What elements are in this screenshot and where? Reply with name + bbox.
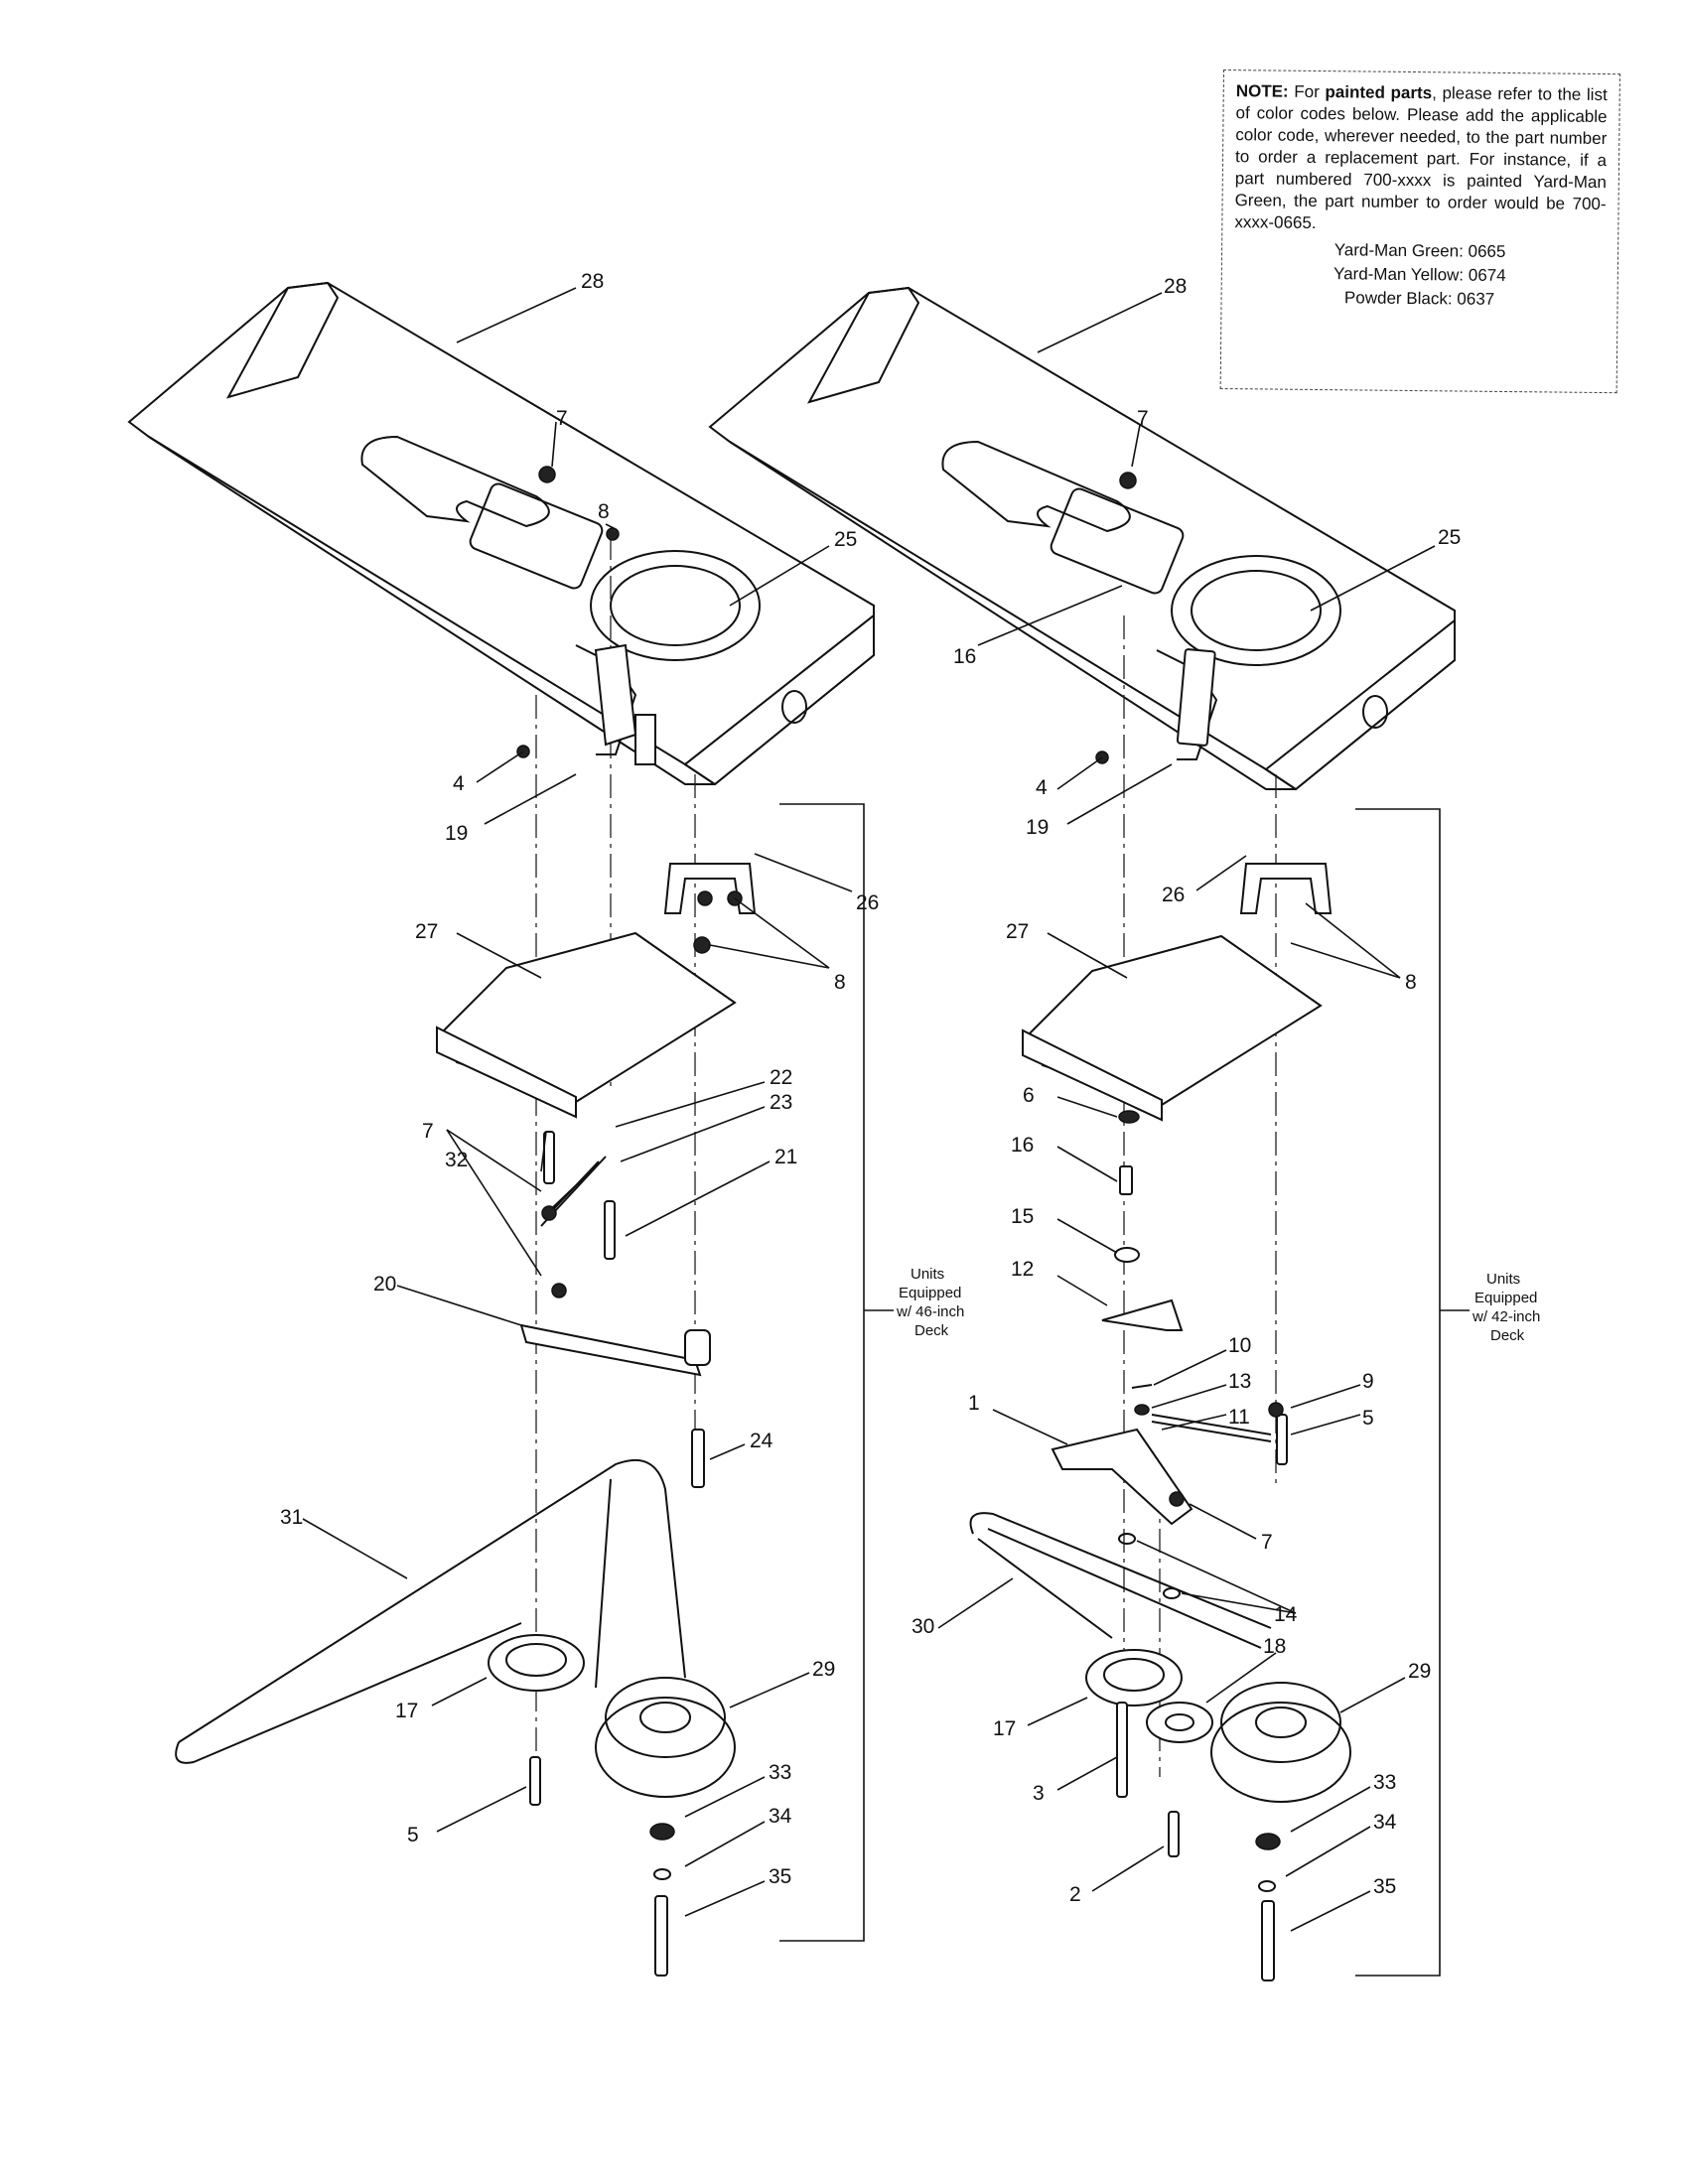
left-units-4: Deck <box>914 1322 949 1339</box>
left-arm-20 <box>519 1323 702 1377</box>
right-label-16b: 16 <box>1011 1134 1034 1157</box>
left-label-23: 23 <box>770 1091 792 1114</box>
left-units-1: Units <box>911 1266 944 1283</box>
left-units-3: w/ 46-inch <box>896 1303 964 1320</box>
right-label-34: 34 <box>1373 1811 1397 1834</box>
right-label-1: 1 <box>968 1392 980 1415</box>
right-label-27: 27 <box>1006 920 1029 943</box>
right-label-2: 2 <box>1069 1883 1081 1906</box>
left-label-17: 17 <box>395 1700 418 1722</box>
right-frame <box>708 286 1456 791</box>
right-label-11: 11 <box>1228 1406 1250 1429</box>
right-spring-11 <box>1151 1414 1272 1442</box>
right-label-13: 13 <box>1228 1370 1251 1393</box>
right-labels: 28 7 25 16 4 19 26 8 27 6 16 15 12 10 13… <box>912 275 1540 1906</box>
right-label-5: 5 <box>1362 1407 1374 1430</box>
right-label-8: 8 <box>1405 971 1417 994</box>
left-plate-27 <box>440 931 737 1104</box>
right-label-30: 30 <box>912 1615 934 1638</box>
right-label-16a: 16 <box>953 645 976 668</box>
right-label-7b: 7 <box>1261 1531 1273 1554</box>
left-label-19: 19 <box>445 822 468 845</box>
right-label-15: 15 <box>1011 1205 1034 1228</box>
right-assembly <box>708 286 1470 1981</box>
left-label-32: 32 <box>445 1149 468 1171</box>
left-clutch-29 <box>595 1697 736 1798</box>
left-label-27: 27 <box>415 920 438 943</box>
right-plate-27 <box>1026 934 1323 1107</box>
right-bracket-26 <box>1239 863 1333 914</box>
right-label-12: 12 <box>1011 1258 1034 1281</box>
right-idler-18 <box>1146 1702 1213 1743</box>
right-label-25: 25 <box>1438 526 1461 549</box>
left-label-25: 25 <box>834 528 857 551</box>
left-label-7a: 7 <box>556 407 568 430</box>
right-label-6: 6 <box>1023 1084 1035 1107</box>
left-label-33: 33 <box>769 1761 791 1784</box>
left-label-34: 34 <box>769 1805 792 1828</box>
left-belt-31 <box>175 1459 686 1764</box>
left-label-20: 20 <box>373 1273 396 1296</box>
right-label-17: 17 <box>993 1717 1016 1740</box>
left-label-5: 5 <box>407 1824 419 1846</box>
right-label-19: 19 <box>1026 816 1049 839</box>
left-label-8b: 8 <box>834 971 846 994</box>
right-label-28: 28 <box>1164 275 1187 298</box>
right-label-7a: 7 <box>1137 407 1149 430</box>
right-lever-12 <box>1101 1298 1184 1331</box>
right-units-4: Deck <box>1490 1327 1525 1344</box>
right-units-3: w/ 42-inch <box>1472 1308 1540 1325</box>
left-label-35: 35 <box>769 1865 791 1888</box>
left-label-24: 24 <box>750 1430 773 1452</box>
right-label-18: 18 <box>1263 1635 1286 1658</box>
right-label-29: 29 <box>1408 1660 1431 1683</box>
left-label-7b: 7 <box>422 1120 434 1143</box>
left-label-28: 28 <box>581 270 604 293</box>
right-label-35: 35 <box>1373 1875 1396 1898</box>
right-clutch-29 <box>1210 1702 1351 1803</box>
left-frame <box>127 281 875 786</box>
left-label-4: 4 <box>453 772 465 795</box>
left-assembly <box>127 281 894 1977</box>
right-units-2: Equipped <box>1474 1290 1537 1306</box>
left-label-21: 21 <box>774 1146 797 1168</box>
left-units-2: Equipped <box>899 1285 961 1301</box>
right-label-9: 9 <box>1362 1370 1374 1393</box>
left-bracket-26 <box>663 863 757 914</box>
right-units-1: Units <box>1486 1271 1520 1288</box>
left-label-8a: 8 <box>598 500 610 523</box>
right-leaders <box>937 292 1436 1932</box>
right-label-33: 33 <box>1373 1771 1396 1794</box>
right-label-26: 26 <box>1162 884 1185 906</box>
right-label-4: 4 <box>1036 776 1048 799</box>
right-belt-30 <box>969 1512 1272 1649</box>
right-label-3: 3 <box>1033 1782 1045 1805</box>
left-label-29: 29 <box>812 1658 835 1681</box>
left-leaders <box>302 287 853 1917</box>
left-label-26: 26 <box>856 891 879 914</box>
right-pulley-17 <box>1085 1649 1183 1706</box>
left-pulley-17 <box>488 1634 585 1692</box>
left-labels: 28 7 8 25 4 19 26 8 27 22 23 32 7 21 20 … <box>280 270 964 1888</box>
right-arm-1 <box>1051 1428 1193 1526</box>
right-label-14: 14 <box>1274 1603 1298 1626</box>
left-label-31: 31 <box>280 1506 303 1529</box>
left-label-22: 22 <box>770 1066 792 1089</box>
right-label-10: 10 <box>1228 1334 1251 1357</box>
